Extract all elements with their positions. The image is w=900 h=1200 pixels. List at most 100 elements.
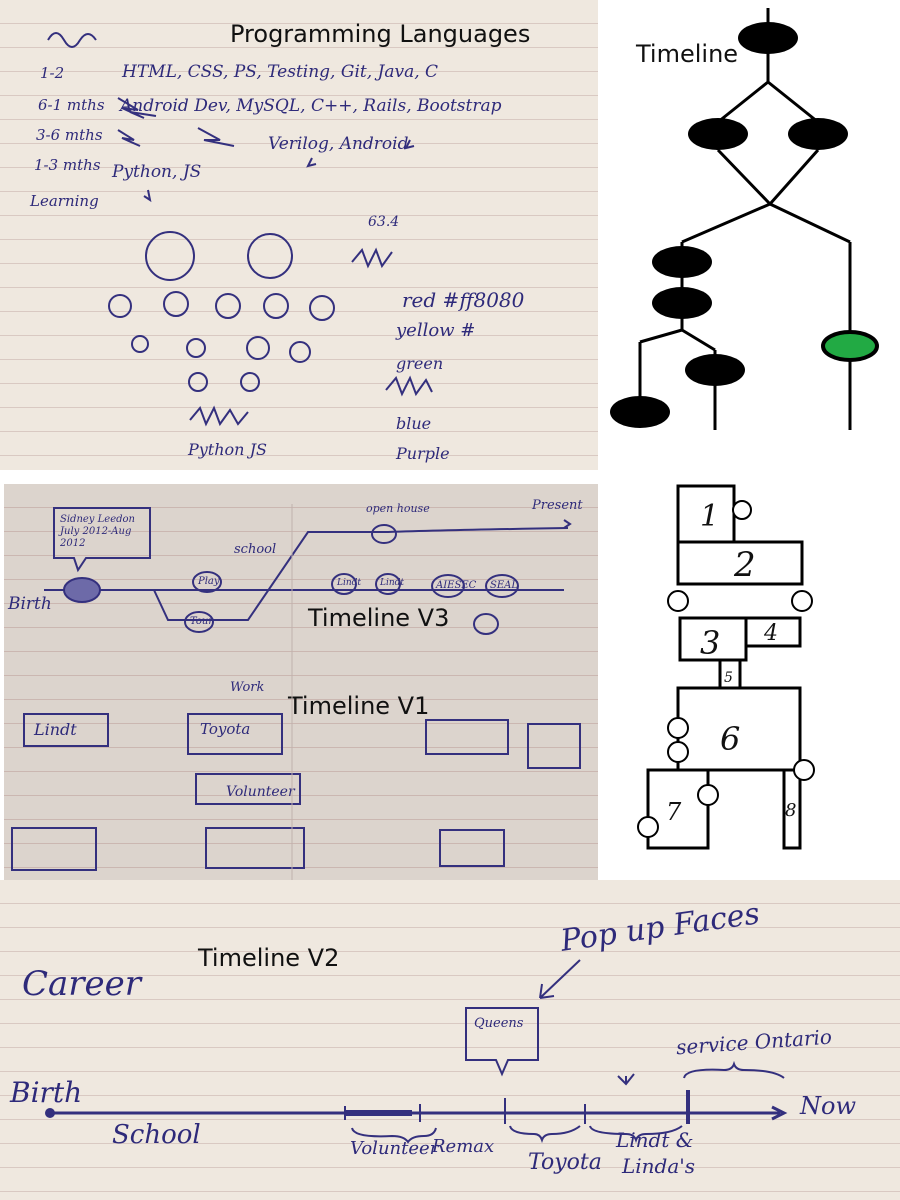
v3-node-lindt-2: Lindt (380, 578, 405, 588)
v1-card-volunteer: Volunteer (226, 784, 295, 800)
block-8 (782, 768, 802, 850)
timeline-v2-drawing (45, 959, 788, 1144)
block-label-6: 6 (720, 720, 740, 758)
v3-node-tour: Tour (190, 616, 214, 627)
v3-arrow-head (563, 519, 572, 529)
programming-languages-caption: Programming Languages (230, 20, 531, 48)
v1-card (527, 723, 581, 769)
timeline-v1-caption: Timeline V1 (288, 692, 430, 720)
v1-card (11, 827, 97, 871)
block-connector (791, 590, 813, 612)
v1-card (187, 713, 283, 755)
timeline-v2-caption: Timeline V2 (198, 944, 340, 972)
block-2 (676, 540, 804, 586)
scribble (351, 247, 393, 269)
block-label-5: 5 (724, 670, 733, 686)
bubble-circle (186, 338, 206, 358)
timeline-node-highlight (821, 330, 879, 362)
v2-brace (509, 1125, 581, 1144)
bubble-circle (145, 231, 195, 281)
timeline-v3-v1-sketch: Timeline V3 Timeline V1 Sidney Leedon Ju… (4, 484, 598, 880)
v3-node-lindt-1: Lindt (337, 578, 362, 588)
v2-brace (351, 1127, 437, 1144)
v2-arrow-head (771, 1105, 788, 1121)
block-3 (678, 616, 748, 662)
v1-card (205, 827, 305, 869)
v2-segment-lindt: Lindt & (616, 1128, 694, 1152)
v3-bubble-text: Sidney Leedon July 2012-Aug 2012 (60, 514, 135, 549)
timeline-node (688, 118, 748, 150)
timeline-node (788, 118, 848, 150)
bubble-circle (215, 293, 241, 319)
timeline-v2-sketch: Timeline V2 Career Pop up Faces Queens B… (0, 880, 900, 1200)
block-diagram-drawing: 1 2 3 4 5 6 7 8 (637, 484, 815, 850)
languages-doodles (47, 32, 433, 427)
lang-row-period-3: 3-6 mths (36, 126, 103, 144)
lang-row-items-3: Verilog, Android (268, 134, 409, 154)
v3-node (184, 611, 214, 633)
block-connector (793, 759, 815, 781)
v3-node-play: Play (198, 576, 220, 587)
v2-segment-remax: Remax (432, 1136, 495, 1157)
timeline-caption: Timeline (636, 40, 739, 68)
block-label-1: 1 (700, 499, 719, 534)
v2-career: Career (22, 964, 142, 1004)
v2-segment-volunteer: Volunteer (350, 1138, 439, 1159)
block-7 (646, 768, 710, 850)
lang-row-items-1: HTML, CSS, PS, Testing, Git, Java, C (122, 62, 439, 82)
v3-node (331, 573, 357, 595)
block-label-3: 3 (700, 624, 720, 662)
v3-school: school (234, 542, 277, 557)
color-yellow: yellow # (396, 320, 476, 341)
block-connector (732, 500, 752, 520)
v1-card (439, 829, 505, 867)
timeline-v3-caption: Timeline V3 (308, 604, 450, 632)
color-red: red #ff8080 (402, 288, 525, 312)
bubble-circle (289, 341, 311, 363)
scribble (117, 127, 235, 147)
sketch-number: 63.4 (368, 214, 400, 230)
bubble-circle (246, 336, 270, 360)
block-label-7: 7 (666, 798, 682, 826)
v1-card-toyota: Toyota (200, 720, 251, 738)
color-blue: blue (396, 414, 432, 433)
v3-node (431, 574, 465, 598)
programming-languages-sketch: Programming Languages 1-2 HTML, CSS, PS,… (0, 0, 598, 470)
v3-work: Work (230, 680, 265, 695)
v2-star-mark (617, 1073, 635, 1086)
v2-popup-box-shape (465, 1007, 539, 1077)
block-connector (667, 590, 689, 612)
block-connector (667, 717, 689, 739)
timeline-tree (610, 8, 879, 430)
v3-node (192, 571, 222, 593)
v1-card (425, 719, 509, 755)
block-connector (667, 741, 689, 763)
block-label-4: 4 (763, 621, 778, 646)
block-connector (697, 784, 719, 806)
bottom-labels: Python JS (188, 440, 267, 459)
v2-start-dot (45, 1108, 55, 1118)
color-green: green (396, 354, 444, 373)
v2-segment-school: School (112, 1120, 201, 1150)
bubble-circle (188, 372, 208, 392)
lang-row-items-2: Android Dev, MySQL, C++, Rails, Bootstra… (120, 96, 502, 116)
block-6 (676, 686, 802, 772)
scribble (117, 97, 157, 119)
v3-open-house: open house (366, 502, 430, 515)
v2-brace (683, 1060, 785, 1079)
timeline-v3-v1-drawing (11, 504, 581, 880)
block-label-2: 2 (733, 545, 756, 585)
lang-row-period-1: 1-2 (40, 64, 65, 82)
lang-row-period-5: Learning (30, 192, 99, 210)
scribble (47, 32, 97, 48)
v3-node (485, 574, 519, 598)
v3-node-aiesec: AIESEC (436, 580, 477, 591)
bubble-circle (309, 295, 335, 321)
timeline-node (685, 354, 745, 386)
v3-node (371, 524, 397, 544)
lang-row-items-4: Python, JS (112, 162, 202, 182)
bubble-circle (263, 293, 289, 319)
v1-card (23, 713, 109, 747)
scribble (385, 375, 433, 397)
v2-brace (589, 1125, 683, 1144)
